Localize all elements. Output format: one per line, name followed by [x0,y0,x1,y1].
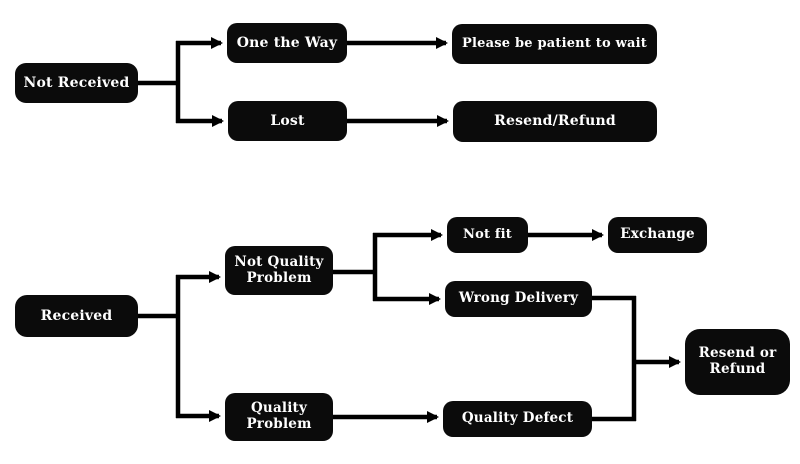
node-label: Quality Problem [246,400,312,432]
flow-node-lost: Lost [228,101,347,141]
node-label: Received [40,307,113,324]
node-label: Lost [270,112,305,129]
node-label: Wrong Delivery [458,290,579,307]
flow-node-please-be-patient: Please be patient to wait [452,24,657,64]
flow-node-resend-refund: Resend/Refund [453,101,657,142]
flow-node-one-the-way: One the Way [227,23,347,63]
flow-node-wrong-delivery: Wrong Delivery [445,281,592,317]
flow-node-received: Received [15,295,138,337]
flow-node-quality-problem: Quality Problem [225,393,333,441]
node-label: Resend/Refund [494,113,616,130]
node-label: Not Quality Problem [234,253,324,286]
node-label: Resend or Refund [698,345,777,377]
node-label: Quality Defect [461,410,574,427]
node-label: One the Way [236,34,338,51]
node-label: Not Received [23,74,130,91]
flow-node-not-fit: Not fit [447,217,528,253]
flow-node-not-quality-problem: Not Quality Problem [225,246,333,295]
flow-node-resend-or-refund: Resend or Refund [685,329,790,395]
node-label: Not fit [462,227,513,243]
flow-node-not-received: Not Received [15,63,138,103]
node-label: Please be patient to wait [462,36,647,52]
flow-node-quality-defect: Quality Defect [443,401,592,437]
flow-node-exchange: Exchange [608,217,707,253]
node-label: Exchange [620,226,695,243]
